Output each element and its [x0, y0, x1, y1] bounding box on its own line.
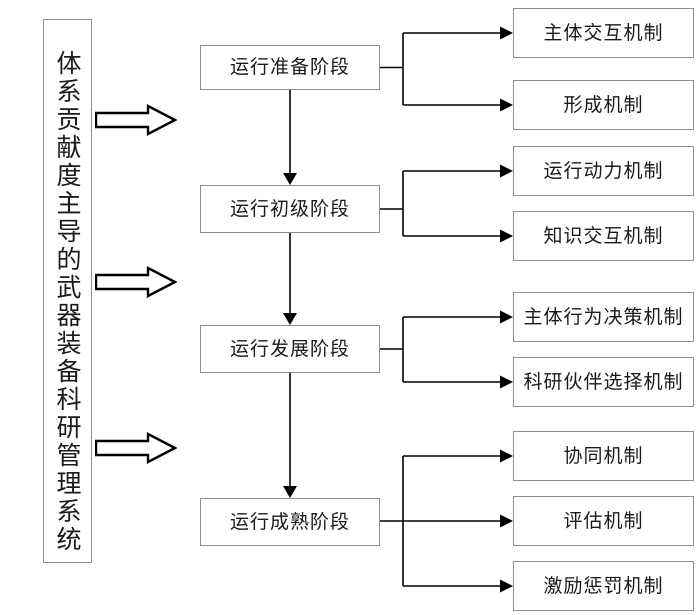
mechanism-box: 运行动力机制 [513, 146, 694, 196]
mechanism-box: 形成机制 [513, 80, 694, 130]
block-arrow-icon [95, 266, 177, 298]
mechanism-label: 主体行为决策机制 [523, 305, 684, 328]
mechanism-label: 运行动力机制 [543, 159, 664, 182]
mechanism-box: 激励惩罚机制 [513, 561, 694, 611]
stage-box-maturity: 运行成熟阶段 [200, 498, 380, 546]
stage-box-development: 运行发展阶段 [200, 325, 380, 373]
mechanism-box: 主体行为决策机制 [513, 292, 694, 342]
mechanism-label: 协同机制 [563, 444, 644, 467]
stage-box-preparation: 运行准备阶段 [200, 45, 380, 90]
mechanism-box: 评估机制 [513, 496, 694, 546]
stage-label: 运行准备阶段 [229, 56, 350, 79]
mechanism-label: 知识交互机制 [543, 224, 664, 247]
root-system-label: 体系贡献度主导的武器装备科研管理系统 [53, 50, 82, 554]
stage-label: 运行成熟阶段 [229, 510, 350, 533]
mechanism-label: 形成机制 [563, 93, 644, 116]
stage-label: 运行发展阶段 [229, 337, 350, 360]
stage-label: 运行初级阶段 [229, 197, 350, 220]
mechanism-box: 主体交互机制 [513, 8, 694, 58]
mechanism-box: 协同机制 [513, 431, 694, 481]
block-arrow-icon [95, 104, 177, 136]
mechanism-box: 知识交互机制 [513, 211, 694, 261]
block-arrow-icon [95, 432, 177, 464]
mechanism-box: 科研伙伴选择机制 [513, 357, 694, 407]
stage-box-initial: 运行初级阶段 [200, 185, 380, 233]
mechanism-label: 主体交互机制 [543, 21, 664, 44]
mechanism-label: 科研伙伴选择机制 [523, 370, 684, 393]
mechanism-label: 评估机制 [563, 509, 644, 532]
mechanism-label: 激励惩罚机制 [543, 574, 664, 597]
root-system-box: 体系贡献度主导的武器装备科研管理系统 [43, 19, 92, 563]
